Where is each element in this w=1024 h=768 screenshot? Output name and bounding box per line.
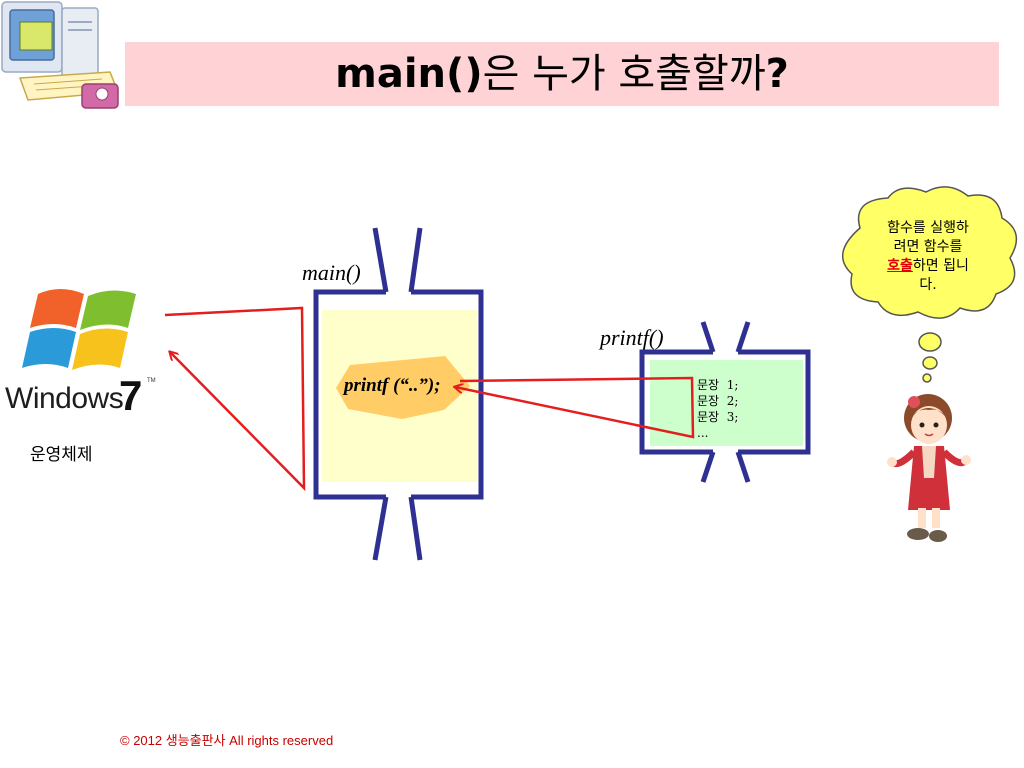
call-flow-arrows (164, 306, 695, 492)
main-function-box (313, 227, 484, 561)
printf-call-text: printf (“..”); (344, 375, 441, 396)
windows-logo-tm: TM (147, 378, 156, 384)
title-text: 은 누가 호출할까 (482, 51, 766, 97)
windows-logo-number: 7 (119, 372, 143, 419)
main-function-label: main() (302, 260, 361, 285)
thought-bubble (842, 186, 1018, 383)
printf-function-box (639, 321, 811, 483)
os-label: 운영체제 (30, 445, 93, 465)
windows-logo-word: Windows (5, 382, 124, 415)
title-mark: ? (765, 51, 789, 97)
printf-function-body (650, 360, 803, 446)
printf-function-label: printf() (600, 325, 664, 350)
slide-title: main()은 누가 호출할까? (125, 48, 999, 100)
os-to-main-arrow (164, 306, 306, 492)
thought-bubble-text: 함수를 실행하 려면 함수를 호출하면 됩니 다. (866, 219, 990, 295)
bubble-line: 호출하면 됩니 (866, 257, 990, 276)
bubble-line: 다. (919, 277, 937, 293)
statement-line: 문장 1; (697, 378, 739, 392)
title-code: main() (335, 51, 483, 97)
statement-line: 문장 2; (697, 394, 739, 408)
windows-logo-icon (22, 289, 136, 370)
bubble-line: 함수를 실행하 (887, 220, 969, 236)
computer-icon (1, 1, 120, 109)
girl-character-icon (887, 394, 971, 542)
main-to-printf-arrow (455, 376, 695, 439)
title-bar: main()은 누가 호출할까? (125, 42, 999, 106)
printf-call-shape (336, 356, 470, 419)
bubble-line: 려면 함수를 (893, 239, 963, 255)
bubble-line-rest: 하면 됩니 (912, 258, 969, 274)
bubble-highlight: 호출 (887, 258, 913, 274)
statement-line: 문장 3; (697, 410, 739, 424)
statement-line: ... (697, 426, 709, 440)
copyright-footer: © 2012 생능출판사 All rights reserved (120, 733, 334, 748)
